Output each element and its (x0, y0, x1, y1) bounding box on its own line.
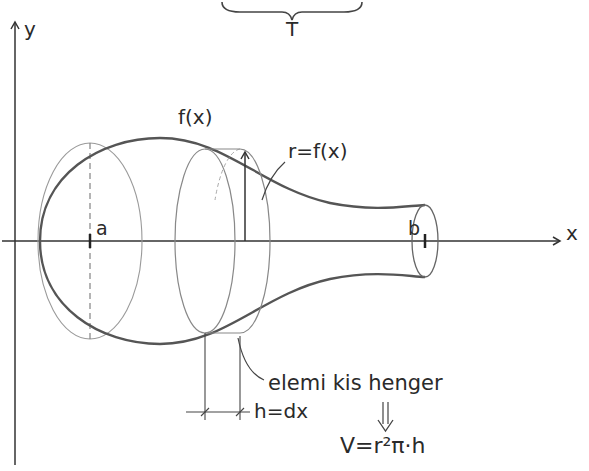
brace-label: T (286, 18, 298, 40)
axis-label: x (566, 222, 578, 244)
cylinder-note: elemi kis henger (268, 372, 443, 395)
bound-label: a (96, 218, 108, 239)
radius-label: r=f(x) (288, 140, 347, 162)
formula-label: V=r²π·h (340, 434, 426, 458)
axis-label: y (24, 18, 36, 40)
function-label: f(x) (178, 106, 212, 128)
dimension-label: h=dx (254, 400, 308, 422)
bound-label: b (408, 218, 420, 239)
